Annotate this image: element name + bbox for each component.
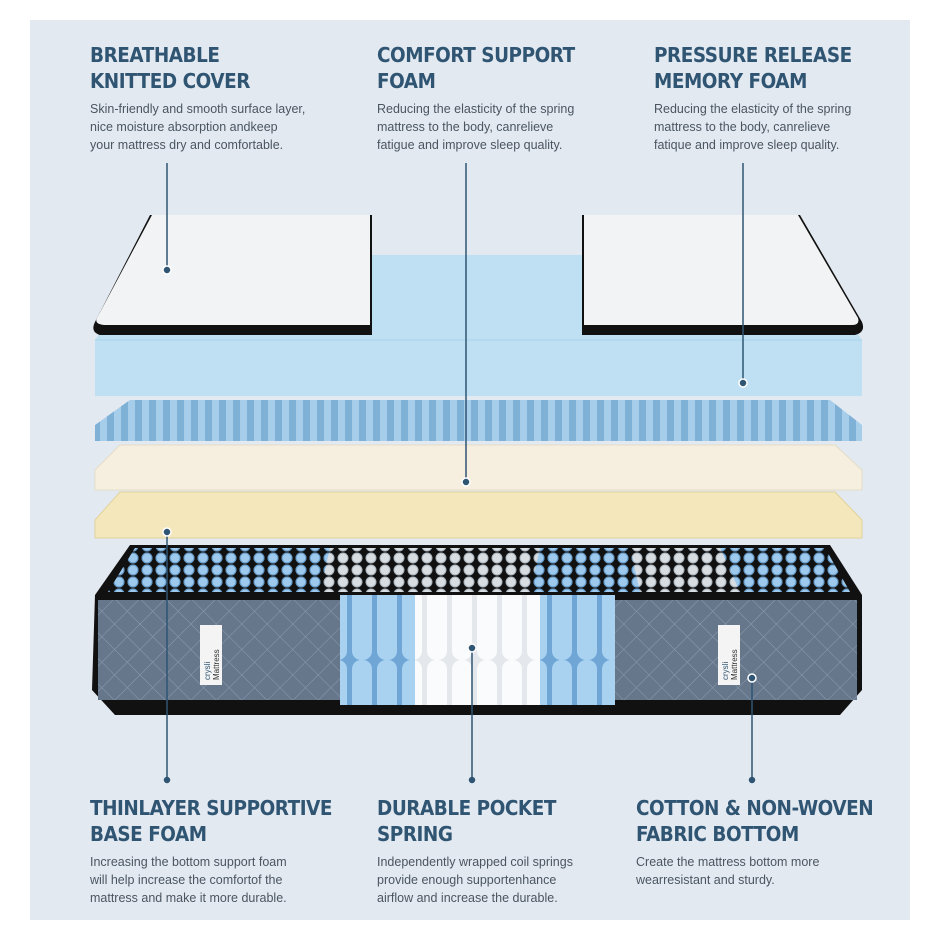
brand-label-right: crysli Mattress xyxy=(721,649,739,680)
memory-foam-cream-layer xyxy=(94,444,863,491)
convoluted-foam-layer xyxy=(95,400,862,441)
knitted-cover-left xyxy=(93,215,372,335)
base-foam-layer xyxy=(94,491,863,539)
brand-label-left: crysli Mattress xyxy=(203,649,221,680)
knitted-cover-right xyxy=(582,215,864,335)
callout-pointers xyxy=(162,163,757,784)
brand-tag-left xyxy=(200,625,222,685)
brand-tag-right xyxy=(718,625,740,685)
callout-text: Skin-friendly and smooth surface layer,n… xyxy=(90,102,306,152)
pocket-spring-base xyxy=(92,545,862,715)
